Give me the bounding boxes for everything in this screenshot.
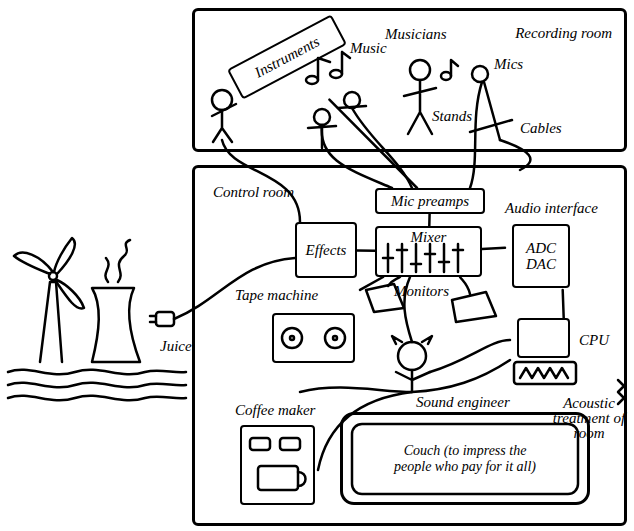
smoke bbox=[105, 240, 130, 282]
mixer-knob bbox=[383, 250, 463, 264]
tape-reel bbox=[325, 328, 345, 348]
device-box: Mic preamps bbox=[375, 188, 485, 214]
node-heading: Recording room bbox=[515, 25, 612, 41]
device-box: Effects bbox=[295, 222, 357, 278]
keyboard-keys bbox=[520, 368, 568, 378]
water-wave bbox=[8, 396, 186, 401]
cable-connector bbox=[357, 249, 375, 252]
node-body: ADC DAC bbox=[521, 240, 561, 272]
turbine-tower bbox=[40, 282, 62, 362]
musician-body bbox=[404, 80, 436, 134]
cable-connector bbox=[360, 277, 383, 290]
part-label: Music bbox=[350, 40, 387, 56]
cable-connector bbox=[563, 290, 564, 318]
musician-body bbox=[212, 104, 236, 142]
cable bbox=[322, 82, 531, 188]
power-label: Juice bbox=[160, 338, 192, 354]
cooling-tower bbox=[92, 288, 140, 362]
node-heading: Effects bbox=[306, 242, 347, 258]
note-stem bbox=[318, 58, 330, 80]
node-heading: Couch (to impress the people who pay for… bbox=[390, 443, 540, 475]
turbine-blade bbox=[14, 238, 84, 309]
cable-connector bbox=[482, 248, 505, 249]
note-label: Acoustic treatment of room bbox=[546, 396, 632, 441]
tape-reel bbox=[282, 328, 302, 348]
tape-hub bbox=[333, 336, 337, 340]
mic bbox=[472, 66, 488, 82]
device-outline bbox=[517, 318, 570, 358]
device-outline bbox=[272, 313, 355, 363]
note-head bbox=[330, 70, 342, 78]
mixer-box: Mixer bbox=[375, 226, 482, 277]
part-label: Monitors bbox=[394, 283, 449, 299]
cable-connector bbox=[329, 100, 417, 188]
coffee-button bbox=[280, 438, 300, 450]
mic bbox=[314, 109, 330, 125]
part-label: Musicians bbox=[385, 26, 447, 42]
tape-hub bbox=[290, 336, 294, 340]
cable bbox=[222, 140, 300, 222]
coffee-button bbox=[250, 438, 270, 450]
engineer-body bbox=[396, 370, 430, 392]
cable-connector bbox=[428, 214, 431, 226]
tape-box: Tape machine bbox=[235, 285, 360, 365]
note-stem bbox=[342, 52, 350, 74]
interface-box: ADC DAC Audio interface bbox=[505, 200, 617, 290]
couch-cushion bbox=[352, 424, 578, 494]
note-stem bbox=[451, 60, 458, 76]
coffee-box: Coffee maker bbox=[235, 400, 335, 506]
node-heading: Control room bbox=[213, 184, 294, 200]
node-heading: CPU bbox=[579, 332, 609, 348]
node-heading: Tape machine bbox=[235, 287, 318, 303]
coffee-cup bbox=[258, 466, 298, 490]
musician-head bbox=[410, 60, 430, 80]
node-heading: Mic preamps bbox=[391, 193, 469, 209]
instrument-shape: Instruments bbox=[227, 14, 347, 99]
node-heading: Audio interface bbox=[505, 200, 598, 216]
monitor-speaker bbox=[452, 292, 496, 322]
device-outline: ADC DAC bbox=[512, 224, 570, 288]
keyboard bbox=[514, 362, 576, 384]
node-heading: Mixer bbox=[377, 229, 480, 245]
node-heading: Instruments bbox=[252, 33, 322, 80]
screen-box: CPU bbox=[517, 318, 612, 360]
water-wave bbox=[8, 383, 186, 388]
plug bbox=[156, 312, 174, 326]
part-label: Mics bbox=[494, 56, 523, 72]
engineer-head bbox=[398, 342, 426, 370]
part-label: Cables bbox=[520, 120, 562, 136]
sketch bbox=[8, 52, 624, 494]
water-wave bbox=[8, 370, 186, 375]
cup-handle bbox=[298, 472, 306, 486]
part-label: Sound engineer bbox=[416, 394, 510, 410]
cable bbox=[318, 392, 412, 470]
acoustic-panel bbox=[618, 380, 624, 404]
room-box: Control roomMic preampsEffectsMixerADC D… bbox=[192, 165, 627, 526]
note-head bbox=[441, 72, 451, 80]
part-label: Stands bbox=[432, 108, 472, 124]
mixer-slider bbox=[388, 244, 458, 272]
device-outline bbox=[240, 425, 315, 505]
cable bbox=[300, 360, 510, 392]
note-head bbox=[306, 76, 318, 84]
node-heading: Coffee maker bbox=[235, 402, 315, 418]
couch-box: Couch (to impress the people who pay for… bbox=[340, 412, 590, 505]
